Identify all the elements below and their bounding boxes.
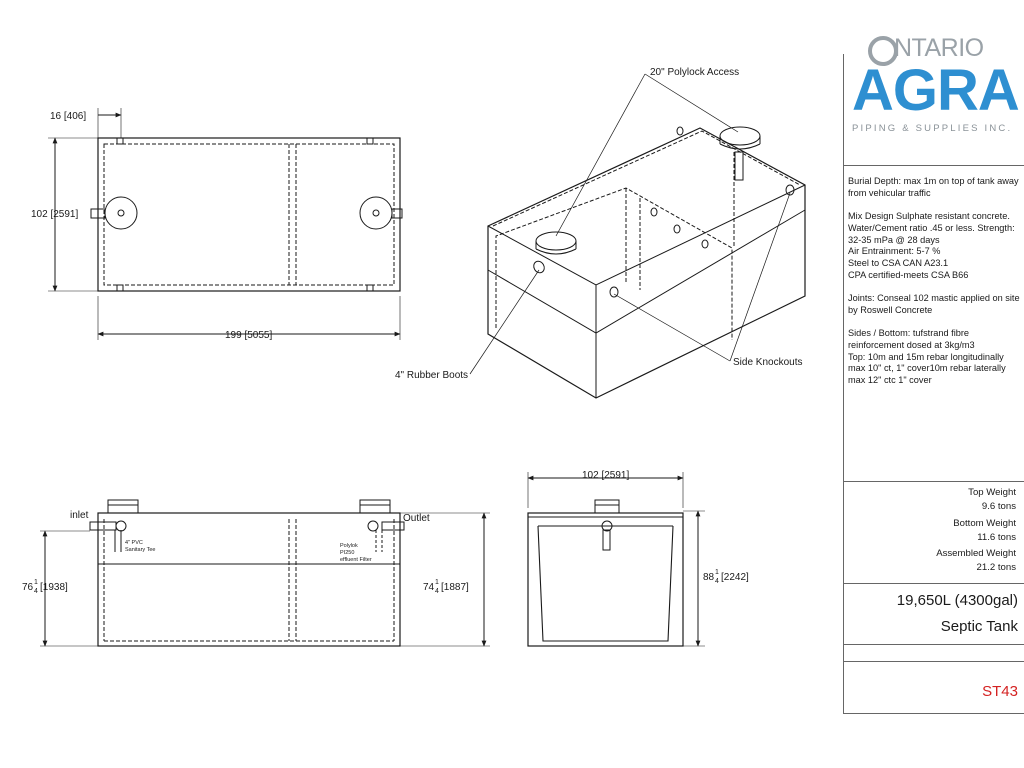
dim-side-frac-den: 4 [34, 588, 38, 595]
note-burial: Burial Depth: max 1m on top of tank away… [848, 176, 1019, 198]
polylock-lid-front [535, 231, 577, 251]
dim-inner-frac-den: 4 [435, 588, 439, 595]
dim-side-height-mm: [1938] [40, 582, 68, 593]
assembled-weight-value: 21.2 tons [976, 562, 1016, 574]
dim-end-height-mm: [2242] [721, 572, 749, 583]
divider [843, 481, 1024, 482]
dim-end-height: 88 [703, 572, 715, 583]
label-outlet: Outlet [403, 513, 430, 524]
weights-block: Top Weight 9.6 tons Bottom Weight 11.6 t… [848, 486, 1016, 576]
outlet-pipe [381, 521, 405, 531]
note-joints: Joints: Conseal 102 mastic applied on si… [848, 293, 1020, 315]
dim-end-width: 102 [2591] [582, 470, 629, 481]
dim-top-offset: 16 [406] [50, 111, 86, 122]
note-filter-2: PI250 [340, 550, 354, 556]
dim-width: 102 [2591] [31, 209, 78, 220]
drawing-code: ST43 [982, 683, 1018, 700]
dim-inner-height: 74 [423, 582, 435, 593]
label-inlet: inlet [70, 510, 89, 521]
logo-line-1: NTARIO [894, 34, 984, 62]
logo-line-3: PIPING & SUPPLIES INC. [852, 123, 1013, 134]
dim-length: 199 [5055] [225, 330, 272, 341]
divider [843, 583, 1024, 584]
dim-end-frac-den: 4 [715, 578, 719, 585]
access-lid-right [359, 196, 393, 230]
dim-inner-height-mm: [1887] [441, 582, 469, 593]
bottom-weight-value: 11.6 tons [977, 531, 1016, 543]
top-weight-label: Top Weight [968, 487, 1016, 498]
callout-rubber-boots: 4" Rubber Boots [395, 370, 468, 381]
end-view [527, 472, 705, 647]
note-filter-3: effluent Filter [340, 557, 372, 563]
note-pvc-1: 4" PVC [125, 540, 143, 546]
divider [843, 713, 1024, 714]
dim-inner-frac-num: 1 [435, 579, 439, 586]
spec-notes: Burial Depth: max 1m on top of tank away… [848, 176, 1023, 387]
bottom-weight-label: Bottom Weight [953, 517, 1016, 529]
note-sides: Sides / Bottom: tufstrand fibre reinforc… [848, 328, 975, 350]
assembled-weight-label: Assembled Weight [936, 548, 1016, 560]
note-steel: Steel to CSA CAN A23.1 [848, 257, 949, 268]
note-mix: Mix Design Sulphate resistant concrete. … [848, 211, 1015, 245]
product-name: Septic Tank [940, 618, 1018, 635]
top-view [48, 108, 403, 340]
isometric-view [469, 73, 806, 399]
logo-ring-icon [868, 36, 898, 66]
note-top: Top: 10m and 15m rebar longitudinally ma… [848, 351, 1006, 385]
divider [843, 661, 1024, 662]
dim-end-frac-num: 1 [715, 569, 719, 576]
polylock-lid-back [719, 126, 761, 146]
access-lid-left [104, 196, 138, 230]
dim-side-height: 76 [22, 582, 34, 593]
dim-side-frac-num: 1 [34, 579, 38, 586]
note-filter-1: Polylok [340, 543, 358, 549]
divider [843, 644, 1024, 645]
sidebar-border [843, 54, 844, 714]
side-view [40, 499, 490, 647]
note-pvc-2: Sanitary Tee [125, 547, 155, 553]
logo-line-2: AGRA [852, 58, 1020, 123]
company-logo: NTARIO AGRA PIPING & SUPPLIES INC. [848, 34, 1020, 146]
divider [843, 165, 1024, 166]
inlet-pipe [89, 521, 117, 531]
capacity-title: 19,650L (4300gal) [896, 592, 1018, 609]
note-air: Air Entrainment: 5-7 % [848, 246, 941, 257]
top-weight-value: 9.6 tons [981, 501, 1016, 513]
callout-polylock: 20" Polylock Access [650, 67, 739, 78]
callout-side-knockouts: Side Knockouts [733, 357, 803, 368]
note-cpa: CPA certified-meets CSA B66 [848, 269, 969, 280]
